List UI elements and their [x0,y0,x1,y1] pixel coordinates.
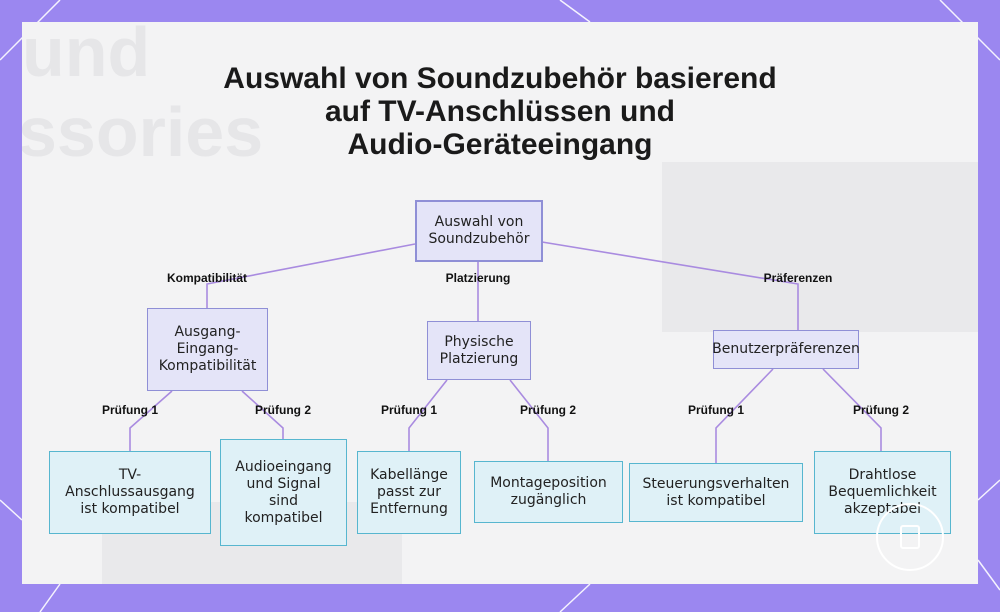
node-benutzerpraeferenzen[interactable]: Benutzerpräferenzen [712,330,860,369]
leaf-label: Steuerungsverhalten ist kompatibel [642,475,790,509]
background-ghost-text: und [22,22,151,91]
leaf-steuerungsverhalten[interactable]: Steuerungsverhalten ist kompatibel [629,463,803,522]
title-line: Audio-Geräteeingang [347,128,653,161]
edge-kompatibilitaet-pruefung1 [129,390,173,451]
node-physische-platzierung[interactable]: Physische Platzierung [427,321,531,380]
title-line: auf TV-Anschlüssen und [324,95,676,128]
leaf-label: TV-Anschlussausgang ist kompatibel [65,467,195,517]
title-line: Auswahl von Soundzubehör basierend [223,62,777,95]
edge-platzierung-pruefung1 [408,379,448,451]
edge-kompatibilitaet-pruefung2 [241,390,284,439]
edge-label-pruefung2: Prüfung 2 [520,403,576,417]
edge-label-pruefung2: Prüfung 2 [853,403,909,417]
edge-platzierung-pruefung2 [509,379,549,461]
edge-root-kompatibilitaet [206,243,416,308]
edge-label-platzierung: Platzierung [445,271,511,285]
leaf-kabellaenge[interactable]: Kabellänge passt zur Entfernung [357,451,461,534]
leaf-label: Montageposition zugänglich [490,475,607,508]
background-ghost-block [662,162,978,332]
edge-praeferenzen-pruefung1 [715,368,774,463]
edge-label-pruefung2: Prüfung 2 [255,403,311,417]
leaf-audioeingang-signal[interactable]: Audioeingang und Signal sind kompatibel [220,439,347,546]
leaf-montageposition[interactable]: Montageposition zugänglich [474,461,623,523]
node-ausgang-eingang-kompatibilitaet[interactable]: Ausgang-Eingang-Kompatibilität [147,308,268,391]
edge-root-praeferenzen [541,241,799,330]
root-node[interactable]: Auswahl von Soundzubehör [415,200,543,262]
leaf-label: Kabellänge passt zur Entfernung [370,467,448,517]
leaf-tv-anschlussausgang[interactable]: TV-Anschlussausgang ist kompatibel [49,451,211,534]
background-ghost-text: ssories [22,93,264,171]
leaf-label: Audioeingang und Signal sind kompatibel [235,458,332,526]
edge-label-praeferenzen: Präferenzen [763,271,833,285]
node-label: Physische Platzierung [439,333,519,367]
root-node-label: Auswahl von Soundzubehör [428,214,530,247]
edge-label-pruefung1: Prüfung 1 [381,403,437,417]
edge-praeferenzen-pruefung2 [822,368,882,451]
diagram-title: Auswahl von Soundzubehör basierend auf T… [0,62,1000,161]
edge-label-pruefung1: Prüfung 1 [688,403,744,417]
node-label: Benutzerpräferenzen [712,341,860,357]
edge-label-kompatibilitaet: Kompatibilität [167,271,247,285]
watermark-logo-icon [876,503,944,571]
edge-label-pruefung1: Prüfung 1 [102,403,158,417]
node-label: Ausgang-Eingang-Kompatibilität [158,324,257,374]
